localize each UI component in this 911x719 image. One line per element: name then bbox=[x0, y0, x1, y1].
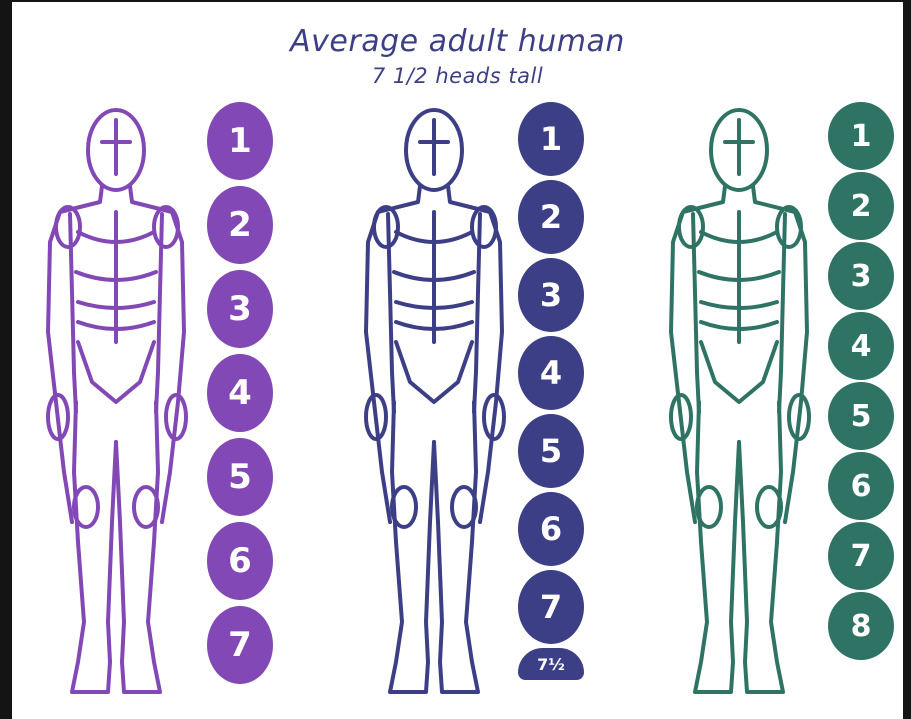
head-badge: 6 bbox=[207, 522, 273, 600]
head-badge: 6 bbox=[518, 492, 584, 566]
body-outline-teal bbox=[671, 110, 809, 692]
head-badge: 7 bbox=[828, 522, 894, 590]
head-badge: 8 bbox=[828, 592, 894, 660]
head-badge: 4 bbox=[207, 354, 273, 432]
head-badge: 6 bbox=[828, 452, 894, 520]
head-badge: 3 bbox=[828, 242, 894, 310]
head-badge: 3 bbox=[207, 270, 273, 348]
head-badge: 1 bbox=[828, 102, 894, 170]
head-badge: 3 bbox=[518, 258, 584, 332]
head-badge: 4 bbox=[518, 336, 584, 410]
head-badge: 4 bbox=[828, 312, 894, 380]
head-badge: 5 bbox=[828, 382, 894, 450]
head-badge: 7 bbox=[207, 606, 273, 684]
head-badge: 5 bbox=[518, 414, 584, 488]
figure-teal bbox=[12, 2, 903, 719]
head-badge: 2 bbox=[828, 172, 894, 240]
head-badge: 2 bbox=[518, 180, 584, 254]
head-badge: 7 bbox=[518, 570, 584, 644]
head-badge: 1 bbox=[518, 102, 584, 176]
half-head-badge: 7½ bbox=[518, 648, 584, 680]
head-badge: 1 bbox=[207, 102, 273, 180]
head-badge: 5 bbox=[207, 438, 273, 516]
proportion-sheet: Average adult human 7 1/2 heads tall bbox=[12, 2, 903, 719]
head-badge: 2 bbox=[207, 186, 273, 264]
